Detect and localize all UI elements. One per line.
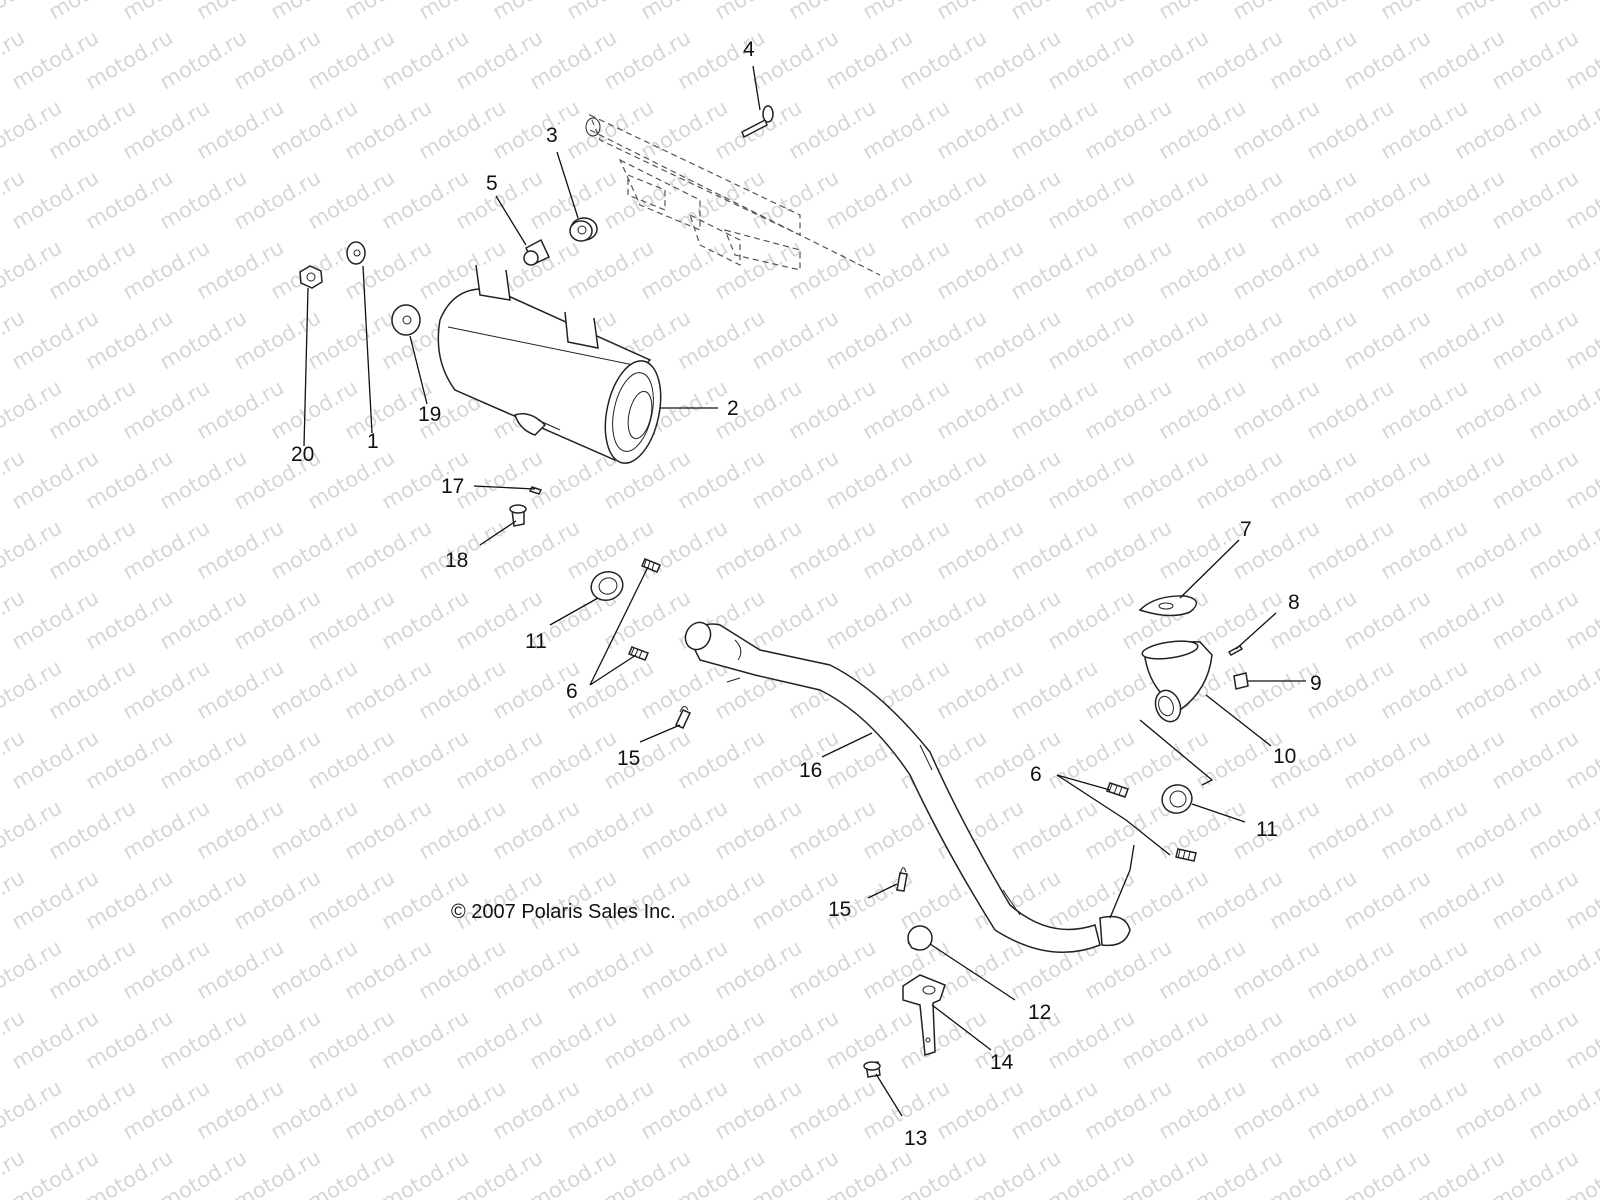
callout-16: 16 (799, 759, 822, 782)
watermark-text: motod.ru (1525, 0, 1600, 24)
bracket-part-14 (902, 974, 946, 1056)
nut-part-20 (299, 265, 323, 289)
callout-7: 7 (1240, 518, 1252, 541)
callout-20: 20 (291, 443, 314, 466)
callout-6-lower: 6 (1030, 763, 1042, 786)
sleeve-part-5 (523, 238, 550, 266)
seal-part-11-lower (1161, 784, 1193, 814)
nut-part-9 (1233, 672, 1249, 690)
leader-lines (303, 65, 1306, 1117)
callout-18: 18 (445, 549, 468, 572)
gasket-part-7 (1138, 595, 1198, 617)
callout-6-upper: 6 (566, 680, 578, 703)
bolt-part-4 (741, 105, 774, 139)
callout-17: 17 (441, 475, 464, 498)
callout-4: 4 (743, 38, 755, 61)
callout-5: 5 (486, 172, 498, 195)
copyright-notice: © 2007 Polaris Sales Inc. (451, 901, 676, 923)
bushing-part-12 (907, 925, 933, 951)
callout-8: 8 (1288, 591, 1300, 614)
muffler-part-2 (437, 264, 662, 464)
callout-11-upper: 11 (525, 630, 547, 653)
callout-14: 14 (990, 1051, 1014, 1074)
frame-rail (585, 113, 881, 276)
callout-3: 3 (546, 124, 558, 147)
callout-2: 2 (727, 397, 739, 420)
spring-part-6-lower-a (1106, 782, 1129, 798)
bolt-part-13 (863, 1061, 881, 1078)
callout-15-lower: 15 (828, 898, 851, 921)
spring-part-6-upper-a (641, 558, 661, 573)
clip-part-8 (1227, 645, 1244, 656)
callout-11-lower: 11 (1256, 818, 1278, 841)
elbow-pipe-part-10 (1141, 640, 1213, 723)
seal-part-11-upper (590, 571, 624, 601)
callout-13: 13 (904, 1127, 927, 1150)
spring-part-15-upper (674, 706, 692, 729)
exhaust-pipe-part-16 (684, 621, 1131, 954)
callout-19: 19 (418, 403, 441, 426)
callout-labels: 4 3 5 2 20 1 19 17 18 11 6 15 16 7 8 9 1… (291, 38, 1322, 1150)
callout-15-upper: 15 (617, 747, 640, 770)
spring-part-15-lower (896, 867, 908, 892)
grommet-part-3 (569, 217, 598, 242)
callout-12: 12 (1028, 1001, 1051, 1024)
spring-part-6-lower-b (1175, 848, 1197, 862)
washer-part-1 (346, 241, 366, 265)
washer-part-19 (391, 304, 421, 336)
callout-9: 9 (1310, 672, 1322, 695)
callout-1: 1 (367, 430, 379, 453)
callout-10: 10 (1273, 745, 1296, 768)
